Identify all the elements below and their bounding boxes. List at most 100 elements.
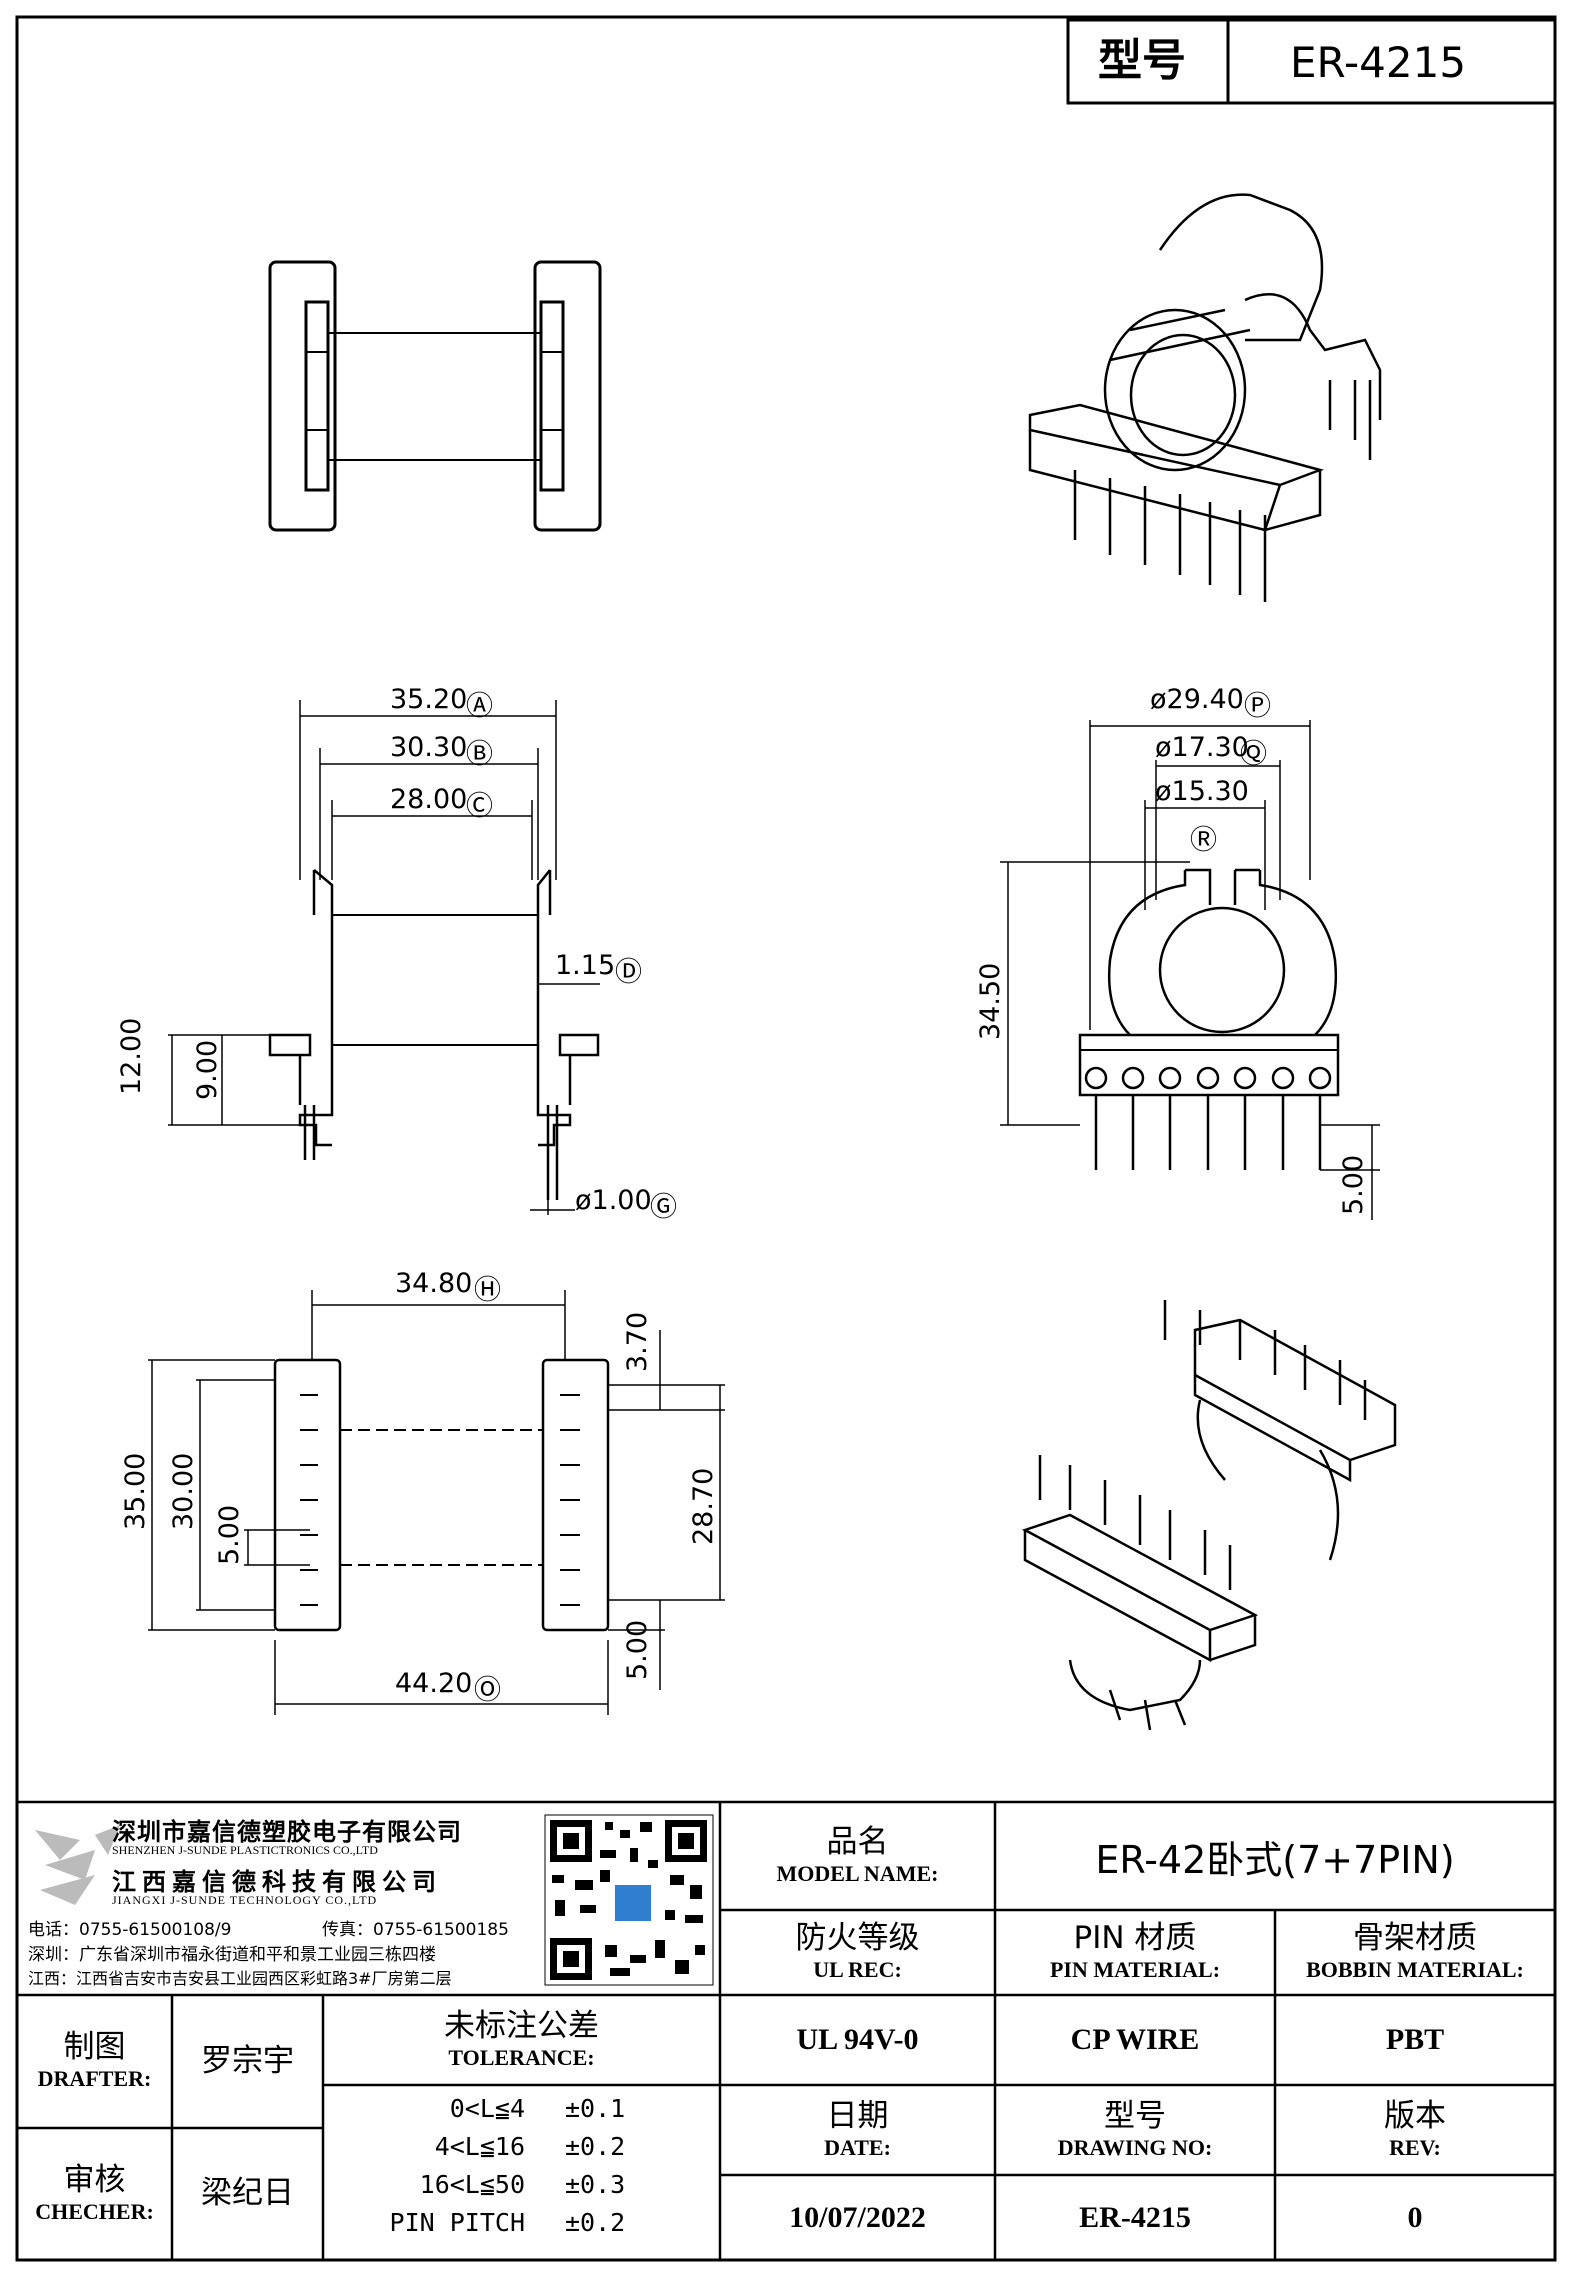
drawing-no-label: 型号 DRAWING NO: (995, 2085, 1275, 2175)
dim-c: 28.00 (390, 784, 468, 815)
dim-f: 9.00 (192, 1039, 223, 1100)
dim-t: 5.00 (1338, 1154, 1369, 1215)
dim-p: ø29.40 (1150, 684, 1244, 715)
front-view-drawing (1000, 720, 1380, 1220)
checker-value-text: 梁纪日 (201, 2175, 294, 2212)
tolerance-range: 0<L≦4 (449, 2094, 525, 2123)
dim-e: 12.00 (116, 1017, 147, 1095)
drawing-no-label-cn: 型号 (1104, 2097, 1166, 2134)
tolerance-value: ±0.2 (565, 2208, 626, 2237)
dim-n: 5.00 (622, 1619, 653, 1680)
model-box (1066, 18, 1557, 105)
ul-rec-value: UL 94V-0 (720, 1995, 995, 2085)
isometric-view-1 (1028, 193, 1382, 602)
bobbin-material-label-cn: 骨架材质 (1353, 1920, 1477, 1957)
company-fax: 传真：0755-61500185 (322, 1920, 509, 1940)
model-name-value-text: ER-42卧式(7+7PIN) (1095, 1837, 1455, 1882)
model-label-header: 型号 (1098, 35, 1186, 86)
model-name-value: ER-42卧式(7+7PIN) (995, 1802, 1555, 1910)
company-tel: 电话：0755-61500108/9 (28, 1920, 232, 1940)
model-value-header: ER-4215 (1290, 38, 1467, 87)
bobbin-material-label-en: BOBBIN MATERIAL: (1306, 1957, 1524, 1983)
bottom-view-drawing (148, 1290, 725, 1715)
tolerance-value: ±0.1 (565, 2094, 626, 2123)
pin-material-label-cn: PIN 材质 (1073, 1920, 1197, 1957)
bobbin-material-value: PBT (1275, 1995, 1555, 2085)
tolerance-range: 16<L≦50 (419, 2170, 525, 2199)
dim-o-marker: Ⓞ (474, 1675, 501, 1706)
company-address-jiangxi: 江西：江西省吉安市吉安县工业园西区彩虹路3#厂房第二层 (28, 1969, 452, 1988)
dim-q-marker: Ⓠ (1240, 739, 1267, 770)
tolerance-range: 4<L≦16 (434, 2132, 525, 2161)
drawing-no-value: ER-4215 (995, 2175, 1275, 2260)
bobbin-material-value-text: PBT (1385, 2023, 1445, 2056)
top-view-drawing (268, 260, 602, 532)
title-block-grid (17, 1800, 1555, 2260)
dim-r-marker: Ⓡ (1190, 825, 1217, 856)
drawing-no-value-text: ER-4215 (1079, 2200, 1191, 2234)
isometric-view-2 (1021, 1300, 1397, 1731)
dim-b-marker: Ⓑ (466, 739, 493, 770)
dim-o: 44.20 (395, 1668, 473, 1699)
outer-frame (15, 15, 1557, 2262)
dim-g: ø1.00 (575, 1185, 652, 1216)
drafter-value: 罗宗宇 (172, 1995, 323, 2128)
drafter-label-cn: 制图 (63, 2029, 126, 2066)
ul-rec-label: 防火等级 UL REC: (720, 1910, 995, 1995)
drafter-value-text: 罗宗宇 (201, 2042, 294, 2079)
drawing-no-label-en: DRAWING NO: (1057, 2134, 1213, 2160)
checker-label: 审核 CHECHER: (17, 2128, 172, 2260)
drafter-label: 制图 DRAFTER: (17, 1995, 172, 2128)
ul-rec-label-cn: 防火等级 (795, 1920, 920, 1957)
company-logo-mark (35, 1825, 120, 1905)
model-name-label-cn: 品名 (826, 1823, 889, 1860)
dim-b: 30.30 (390, 732, 468, 763)
dim-q: ø17.30 (1155, 732, 1249, 763)
side-view-drawing (168, 700, 600, 1215)
dim-m: 28.70 (688, 1467, 719, 1545)
date-value: 10/07/2022 (720, 2175, 995, 2260)
ul-rec-label-en: UL REC: (813, 1957, 902, 1983)
bobbin-material-label: 骨架材质 BOBBIN MATERIAL: (1275, 1910, 1555, 1995)
rev-label: 版本 REV: (1275, 2085, 1555, 2175)
dim-s: 34.50 (975, 962, 1006, 1040)
model-name-label-en: MODEL NAME: (776, 1860, 939, 1886)
date-label-en: DATE: (824, 2134, 891, 2160)
date-label: 日期 DATE: (720, 2085, 995, 2175)
checker-label-cn: 审核 (63, 2161, 126, 2198)
company-name-cn-1: 深圳市嘉信德塑胶电子有限公司 (112, 1818, 462, 1846)
pin-material-label-en: PIN MATERIAL: (1049, 1957, 1221, 1983)
date-value-text: 10/07/2022 (789, 2200, 926, 2234)
qr-code (544, 1814, 714, 1986)
dim-h-marker: Ⓗ (474, 1275, 501, 1306)
pin-material-value-text: CP WIRE (1070, 2023, 1200, 2056)
tolerance-table: 0<L≦4 ±0.1 4<L≦16 ±0.2 16<L≦50 ±0.3 PIN … (323, 2090, 720, 2260)
dim-a-marker: Ⓐ (466, 691, 493, 722)
tolerance-value: ±0.3 (565, 2170, 626, 2199)
dim-i: 3.70 (622, 1311, 653, 1372)
company-name-en-2: JIANGXI J-SUNDE TECHNOLOGY CO.,LTD (112, 1893, 378, 1907)
company-name-cn-2: 江西嘉信德科技有限公司 (112, 1868, 442, 1896)
dim-j: 35.00 (120, 1452, 151, 1530)
date-label-cn: 日期 (826, 2097, 889, 2134)
pin-material-value: CP WIRE (995, 1995, 1275, 2085)
rev-label-cn: 版本 (1384, 2097, 1446, 2134)
tolerance-value: ±0.2 (565, 2132, 626, 2161)
tolerance-range: PIN PITCH (389, 2208, 525, 2237)
dim-l: 5.00 (214, 1504, 245, 1565)
checker-value: 梁纪日 (172, 2128, 323, 2260)
ul-rec-value-text: UL 94V-0 (796, 2023, 919, 2056)
rev-label-en: REV: (1389, 2134, 1441, 2160)
dim-g-marker: Ⓖ (650, 1192, 677, 1223)
company-name-en-1: SHENZHEN J-SUNDE PLASTICTRONICS CO.,LTD (112, 1843, 378, 1857)
dim-k: 30.00 (168, 1452, 199, 1530)
checker-label-en: CHECHER: (35, 2198, 154, 2224)
model-name-label: 品名 MODEL NAME: (720, 1802, 995, 1910)
rev-value: 0 (1275, 2175, 1555, 2260)
dim-d: 1.15 (555, 950, 616, 981)
tolerance-label-cn: 未标注公差 (444, 2007, 599, 2044)
pin-material-label: PIN 材质 PIN MATERIAL: (995, 1910, 1275, 1995)
dim-h: 34.80 (395, 1268, 473, 1299)
